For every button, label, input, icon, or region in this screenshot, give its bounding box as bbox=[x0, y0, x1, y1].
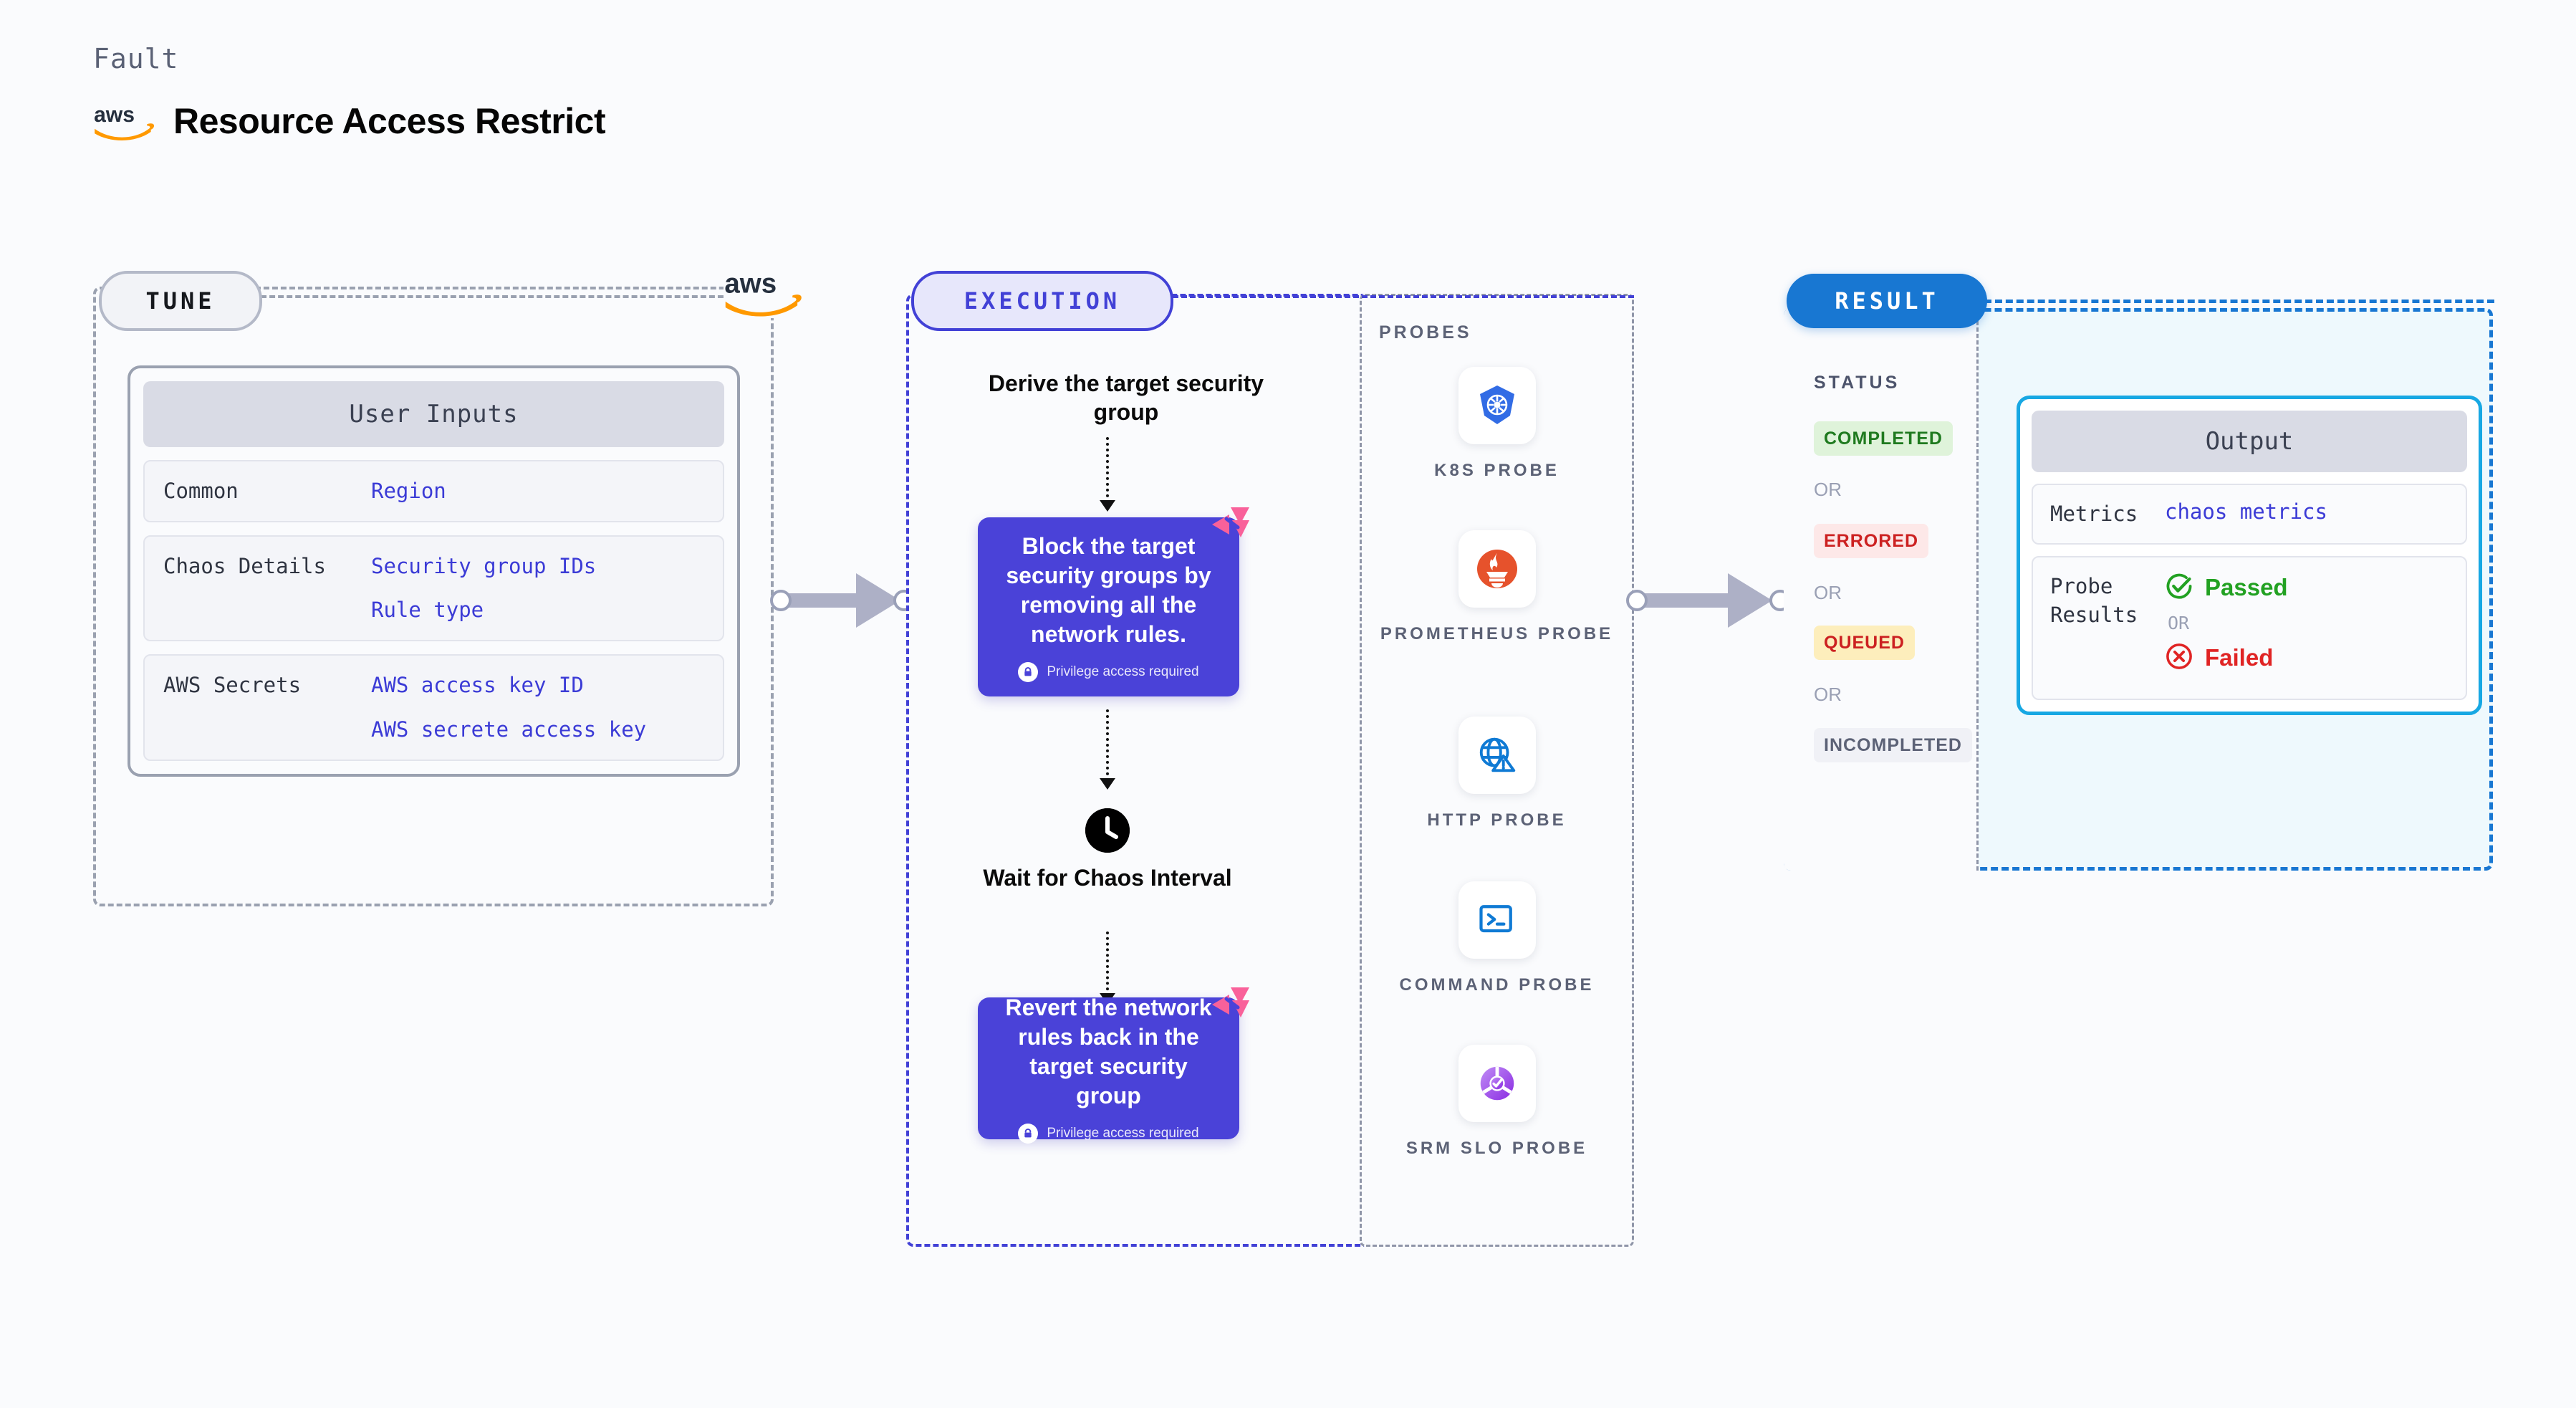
connector-tune-to-execution bbox=[770, 573, 915, 628]
status-or: OR bbox=[1814, 684, 1842, 705]
probe-result-failed: Failed bbox=[2165, 642, 2288, 674]
passed-label: Passed bbox=[2205, 574, 2288, 601]
result-status-column bbox=[1784, 308, 1979, 871]
aws-logo-icon: aws bbox=[724, 265, 802, 318]
wait-chaos-label: Wait for Chaos Interval bbox=[983, 865, 1232, 891]
status-or: OR bbox=[1814, 582, 1842, 603]
input-row-label: Common bbox=[163, 479, 239, 503]
connector-execution-to-result bbox=[1626, 573, 1792, 628]
flow-arrow-3 bbox=[1106, 932, 1112, 996]
input-value: Security group IDs bbox=[371, 554, 597, 579]
user-inputs-card: User Inputs Common Region Chaos Details … bbox=[128, 365, 740, 777]
output-row-metrics: Metrics chaos metrics bbox=[2032, 484, 2467, 545]
status-badge-errored: ERRORED bbox=[1814, 524, 1929, 558]
http-globe-warning-icon bbox=[1458, 717, 1536, 794]
input-row-values: AWS access key ID AWS secrete access key bbox=[371, 671, 646, 743]
page-header: Fault aws Resource Access Restrict bbox=[93, 43, 606, 142]
probe-caption: COMMAND PROBE bbox=[1399, 975, 1595, 995]
input-value: Region bbox=[371, 479, 446, 503]
status-badge-queued: QUEUED bbox=[1814, 626, 1915, 660]
flow-arrow-1 bbox=[1106, 437, 1112, 503]
probe-caption: HTTP PROBE bbox=[1427, 810, 1567, 830]
check-circle-icon bbox=[2165, 572, 2193, 604]
output-row-label: Metrics bbox=[2050, 502, 2138, 526]
litmus-icon bbox=[1211, 986, 1251, 1020]
input-row-common: Common Region bbox=[143, 460, 724, 523]
input-row-label: AWS Secrets bbox=[163, 673, 302, 698]
prometheus-icon bbox=[1458, 530, 1536, 608]
input-value: AWS access key ID bbox=[371, 673, 584, 698]
svg-text:aws: aws bbox=[724, 268, 777, 299]
probe-item-k8s[interactable]: K8S PROBE bbox=[1360, 367, 1634, 483]
flow-arrow-2 bbox=[1106, 709, 1112, 781]
output-row-value: chaos metrics bbox=[2165, 499, 2327, 524]
input-row-values: Security group IDs Rule type bbox=[371, 552, 596, 624]
aws-logo-icon: aws bbox=[93, 100, 155, 142]
probe-result-passed: Passed bbox=[2165, 572, 2288, 604]
probe-caption: K8S PROBE bbox=[1434, 461, 1559, 480]
srm-slo-icon bbox=[1458, 1045, 1536, 1122]
flow-arrow-1-head bbox=[1100, 500, 1115, 512]
fault-kicker: Fault bbox=[93, 43, 179, 75]
probe-caption: SRM SLO PROBE bbox=[1405, 1139, 1588, 1158]
output-title: Output bbox=[2032, 411, 2467, 472]
input-row-chaos-details: Chaos Details Security group IDs Rule ty… bbox=[143, 535, 724, 642]
input-value: Rule type bbox=[371, 598, 484, 623]
action-card-revert: Revert the network rules back in the tar… bbox=[978, 987, 1249, 1144]
result-dash-connector bbox=[1984, 300, 2494, 303]
clock-icon bbox=[1085, 808, 1130, 853]
status-badge-completed: COMPLETED bbox=[1814, 421, 1953, 456]
action-card-block: Block the target security groups by remo… bbox=[978, 507, 1249, 696]
execution-dash-connector bbox=[1164, 295, 1634, 298]
probe-item-prometheus[interactable]: PROMETHEUS PROBE bbox=[1360, 530, 1634, 646]
user-inputs-title: User Inputs bbox=[143, 381, 724, 447]
probe-results-values: Passed OR Failed bbox=[2165, 572, 2288, 674]
output-row-label: Probe Results bbox=[2050, 573, 2138, 628]
privilege-text: Privilege access required bbox=[1047, 664, 1199, 679]
litmus-icon bbox=[1211, 506, 1251, 540]
probes-title: PROBES bbox=[1379, 322, 1472, 343]
input-row-values: Region bbox=[371, 477, 446, 505]
lock-icon bbox=[1018, 1123, 1039, 1144]
action-card-text: Revert the network rules back in the tar… bbox=[1005, 995, 1212, 1108]
title-row: aws Resource Access Restrict bbox=[93, 100, 606, 142]
probe-item-srm-slo[interactable]: SRM SLO PROBE bbox=[1360, 1045, 1634, 1161]
probe-item-http[interactable]: HTTP PROBE bbox=[1360, 717, 1634, 833]
kubernetes-icon bbox=[1458, 367, 1536, 444]
page-title: Resource Access Restrict bbox=[173, 101, 606, 141]
input-row-aws-secrets: AWS Secrets AWS access key ID AWS secret… bbox=[143, 654, 724, 761]
probe-result-or: OR bbox=[2168, 612, 2190, 633]
terminal-icon bbox=[1458, 881, 1536, 959]
probe-item-command[interactable]: COMMAND PROBE bbox=[1360, 881, 1634, 997]
output-card: Output Metrics chaos metrics Probe Resul… bbox=[2017, 396, 2482, 715]
status-title: STATUS bbox=[1814, 373, 1900, 393]
execution-badge: EXECUTION bbox=[911, 271, 1173, 331]
input-row-label: Chaos Details bbox=[163, 554, 326, 579]
status-badge-incompleted: INCOMPLETED bbox=[1814, 728, 1972, 762]
svg-text:aws: aws bbox=[94, 103, 135, 127]
probe-caption: PROMETHEUS PROBE bbox=[1380, 624, 1614, 643]
flow-arrow-2-head bbox=[1100, 778, 1115, 790]
privilege-note: Privilege access required bbox=[1018, 661, 1199, 682]
status-or: OR bbox=[1814, 479, 1842, 500]
privilege-note: Privilege access required bbox=[1018, 1123, 1199, 1144]
tune-dash-connector bbox=[252, 295, 732, 298]
input-value: AWS secrete access key bbox=[371, 717, 647, 742]
derive-target-label: Derive the target security group bbox=[988, 370, 1264, 425]
tune-badge: TUNE bbox=[99, 271, 262, 331]
privilege-text: Privilege access required bbox=[1047, 1125, 1199, 1141]
action-card-text: Block the target security groups by remo… bbox=[1006, 533, 1211, 647]
x-circle-icon bbox=[2165, 642, 2193, 674]
output-row-probe-results: Probe Results Passed OR bbox=[2032, 555, 2467, 700]
lock-icon bbox=[1018, 661, 1039, 682]
result-badge: RESULT bbox=[1787, 274, 1987, 328]
failed-label: Failed bbox=[2205, 644, 2274, 671]
